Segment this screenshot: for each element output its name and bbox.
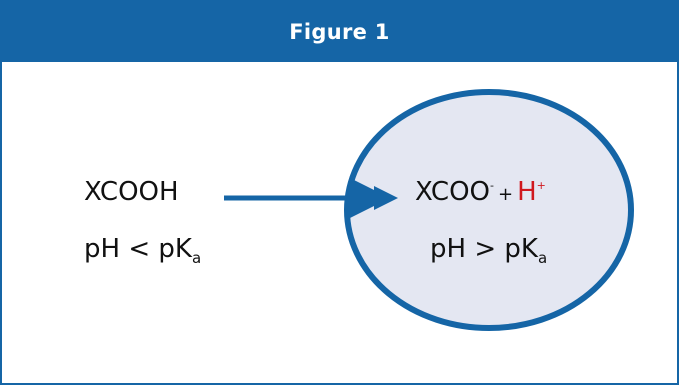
base-ph-text: pH > pK bbox=[430, 234, 538, 264]
acid-formula-text: XCOOH bbox=[84, 177, 179, 207]
base-ph-condition: pH > pKa bbox=[430, 234, 547, 267]
figure-header: Figure 1 bbox=[2, 2, 677, 62]
reaction-arrow-head bbox=[374, 186, 398, 210]
acid-ph-condition: pH < pKa bbox=[84, 234, 201, 267]
acid-ph-subscript: a bbox=[191, 249, 202, 267]
base-ph-subscript: a bbox=[537, 249, 548, 267]
deprotonated-region-ellipse bbox=[344, 89, 634, 331]
base-charge: - bbox=[490, 179, 494, 192]
reaction-diagram bbox=[224, 89, 634, 331]
plus-sign: + bbox=[498, 184, 514, 205]
proton-symbol: H bbox=[517, 177, 537, 207]
conjugate-base-formula: XCOO-+H+ bbox=[415, 177, 546, 207]
figure-title: Figure 1 bbox=[289, 20, 390, 44]
proton-charge: + bbox=[536, 179, 546, 192]
acid-ph-text: pH < pK bbox=[84, 234, 192, 264]
acid-formula: XCOOH bbox=[84, 177, 179, 207]
base-formula-text: XCOO bbox=[415, 177, 491, 207]
